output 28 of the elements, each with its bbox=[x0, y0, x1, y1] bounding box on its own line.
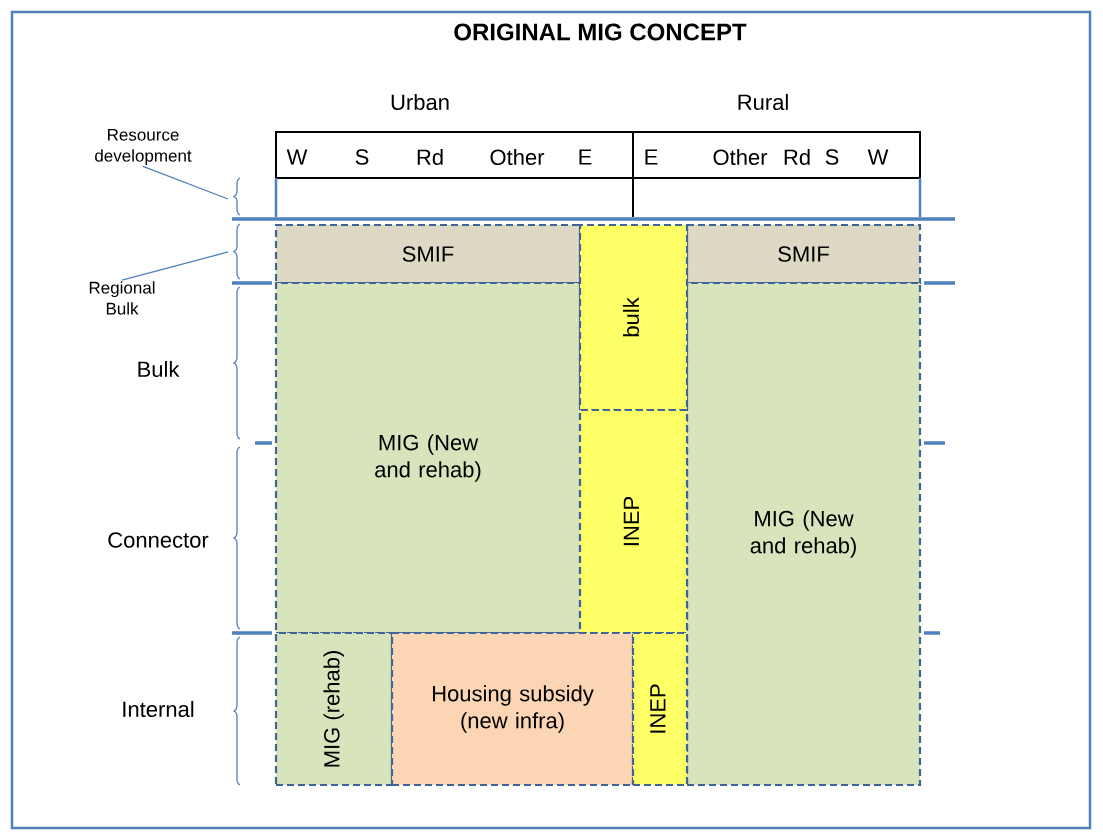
column-header: W bbox=[286, 149, 308, 165]
row-label: Connector bbox=[108, 532, 209, 548]
column-header: Other bbox=[490, 148, 545, 166]
column-header: Other bbox=[713, 148, 768, 166]
column-group-label: Urban bbox=[391, 93, 449, 111]
row-label: Internal bbox=[123, 700, 194, 718]
program-box: SMIF bbox=[274, 223, 582, 285]
column-header: Rd bbox=[784, 148, 810, 166]
program-box: MIG (New and rehab) bbox=[274, 281, 582, 635]
title: ORIGINAL MIG CONCEPT bbox=[454, 23, 747, 41]
column-header: Rd bbox=[417, 148, 443, 166]
column-header: E bbox=[579, 149, 592, 165]
column-header: S bbox=[825, 149, 839, 165]
column-header: W bbox=[867, 149, 889, 165]
leader-line bbox=[121, 251, 229, 281]
row-label: Bulk bbox=[138, 360, 180, 378]
program-box: Housing subsidy (new infra) bbox=[390, 631, 635, 787]
leader-line bbox=[142, 165, 229, 200]
column-header: S bbox=[355, 149, 369, 165]
side-label: Regional Bulk bbox=[89, 281, 155, 315]
side-label: Resource development bbox=[95, 128, 192, 166]
program-box: MIG (rehab) bbox=[274, 631, 394, 787]
program-box: MIG (New and rehab) bbox=[685, 281, 922, 787]
column-group-label: Rural bbox=[738, 93, 788, 111]
program-box: SMIF bbox=[685, 223, 922, 285]
program-box: INEP bbox=[631, 631, 689, 787]
column-header: E bbox=[645, 149, 658, 165]
program-box: bulk bbox=[578, 223, 689, 412]
